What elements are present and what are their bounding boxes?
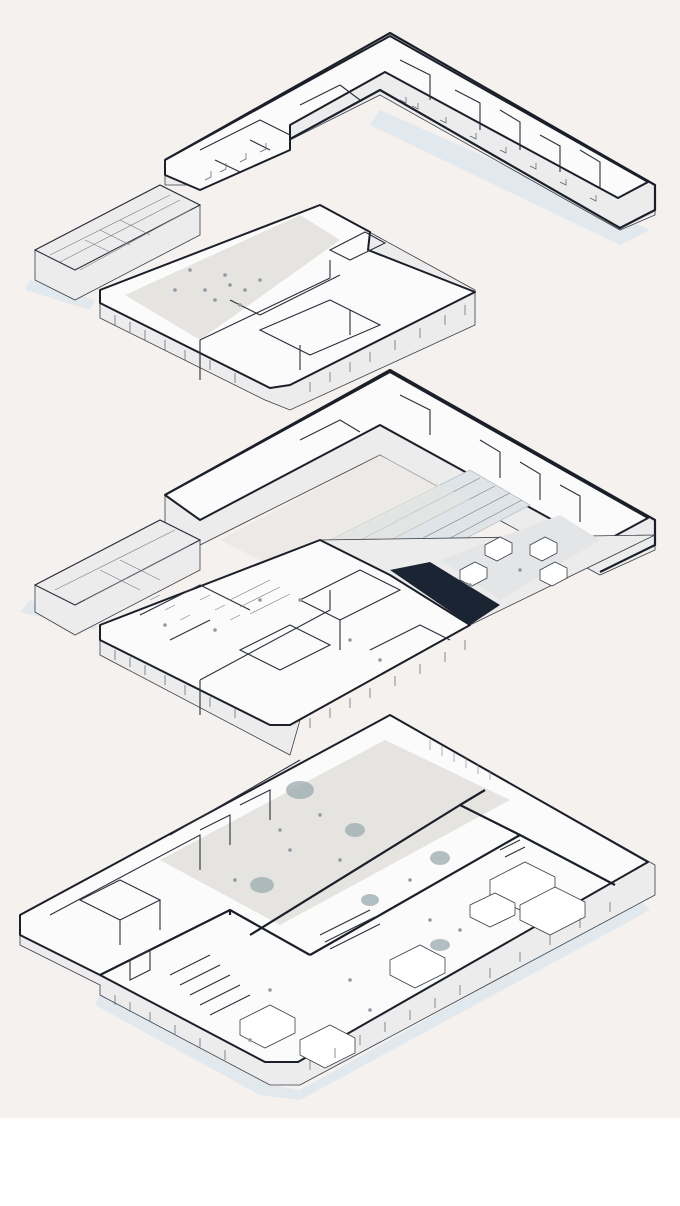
blank-lower-strip [0,1118,680,1206]
exploded-axonometric-diagram [0,0,680,1118]
floor-upper [25,31,657,411]
floor-ground [19,714,656,1100]
diagram-svg [19,31,657,1100]
floor-middle [20,368,657,756]
